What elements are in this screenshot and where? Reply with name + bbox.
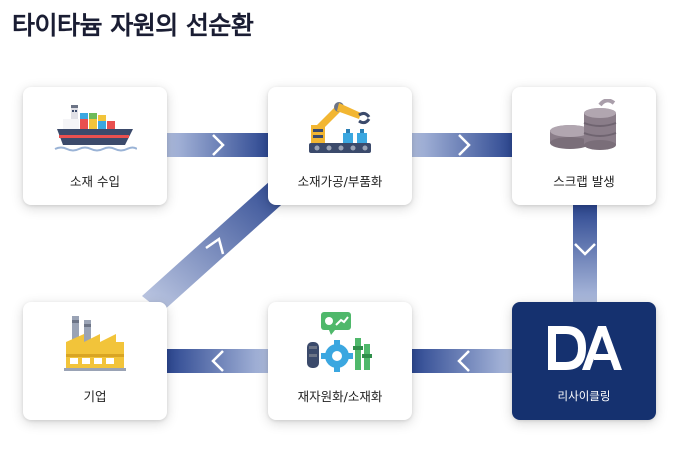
node-import: 소재 수입: [23, 87, 167, 205]
node-processing: 소재가공/부품화: [268, 87, 412, 205]
node-processing-label: 소재가공/부품화: [297, 174, 383, 189]
node-company-label: 기업: [83, 389, 107, 404]
arrow-processing-to-scrap: [410, 133, 514, 157]
gears-chart-icon: [268, 312, 412, 372]
arrow-company-to-processing: [142, 181, 290, 312]
node-recycling-company: 리사이클링: [512, 302, 656, 420]
arrow-import-to-processing: [166, 133, 270, 157]
cargo-ship-icon: [23, 99, 167, 157]
arrow-scrap-to-recycling: [573, 204, 597, 304]
page-title: 타이타늄 자원의 선순환: [12, 11, 254, 40]
arrow-recycling-to-recycle: [410, 349, 514, 373]
arrow-recycle-to-company: [166, 349, 270, 373]
node-scrap: 스크랩 발생: [512, 87, 656, 205]
node-recycle: 재자원화/소재화: [268, 302, 412, 420]
node-recycle-label: 재자원화/소재화: [297, 389, 383, 404]
node-scrap-label: 스크랩 발생: [553, 174, 615, 189]
node-recycling-company-label: 리사이클링: [557, 389, 611, 403]
scrap-metal-icon: [512, 99, 656, 157]
da-logo-icon: [512, 320, 656, 376]
node-company: 기업: [23, 302, 167, 420]
node-import-label: 소재 수입: [70, 174, 120, 189]
robot-arm-icon: [268, 99, 412, 157]
factory-icon: [23, 314, 167, 372]
